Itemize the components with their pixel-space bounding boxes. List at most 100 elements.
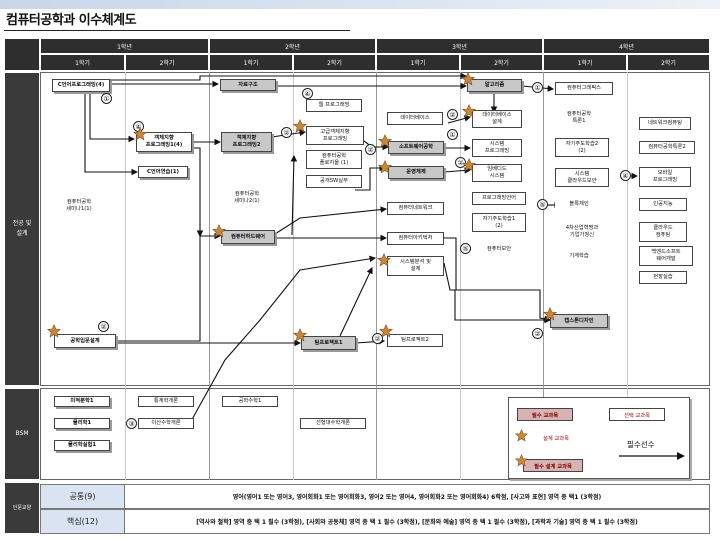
course-seminar1[interactable]: 컴퓨터공학 세미나1(1) <box>54 196 104 216</box>
semester-header: 1학기 <box>543 54 627 71</box>
circle-number-5: ⑤ <box>537 199 548 210</box>
course-embedded-system[interactable]: 임베디드 시스템 <box>472 164 522 182</box>
circle-number-2: ② <box>455 157 466 168</box>
course-ai[interactable]: 인공지능 <box>639 198 687 211</box>
course-database-design[interactable]: 데이터베이스 설계 <box>472 110 522 128</box>
course-linear-algebra[interactable]: 선형대수학개론 <box>300 418 366 429</box>
row-label-major: 전공 및 설계 <box>4 72 40 386</box>
course-self-study2[interactable]: 자기주도학습2 (2) <box>555 138 609 157</box>
design-star-icon <box>293 328 307 342</box>
course-team-project2[interactable]: 팀프로젝트2 <box>387 334 443 347</box>
liberal-common-label: 공통(9) <box>41 485 125 508</box>
course-intro-design[interactable]: 공학입문설계 <box>54 334 116 348</box>
legend-star-icon <box>515 429 528 442</box>
design-star-icon <box>378 134 392 148</box>
course-seminar2[interactable]: 컴퓨터공학 세미나2(1) <box>220 188 274 208</box>
course-database[interactable]: 데이터베이스 <box>387 112 443 125</box>
course-computer-hardware[interactable]: 컴퓨터하드웨어 <box>221 230 275 244</box>
semester-header: 2학기 <box>293 54 376 71</box>
legend-prereq: 필수선수 <box>627 440 655 449</box>
course-physics-lab1[interactable]: 물리학실험1 <box>54 440 110 451</box>
column-divider <box>125 72 126 480</box>
course-capstone-design[interactable]: 캡스톤디자인 <box>550 314 608 328</box>
course-software-engineering[interactable]: 소프트웨어공학 <box>388 141 444 154</box>
course-oop2[interactable]: 객체지향 프로그래밍2 <box>221 132 272 152</box>
liberal-core-row: 핵심(12) [역사와 철학] 영역 중 택 1 필수 (3학점), [사회와 … <box>40 509 710 534</box>
circle-number-5: ⑤ <box>460 243 471 254</box>
liberal-common-row: 공통(9) 영어(영어1 또는 영어3, 영어회화1 또는 영어회화3, 영어2… <box>40 484 710 509</box>
circle-number-1: ① <box>101 93 112 104</box>
circle-number-2: ② <box>365 144 376 155</box>
row-label-liberal: 인문교양 <box>4 482 40 534</box>
course-system-analysis[interactable]: 시스템분석 및 설계 <box>387 256 444 276</box>
row-label-bsm: BSM <box>4 388 40 480</box>
course-computer-graphics[interactable]: 컴퓨터그래픽스 <box>555 82 613 95</box>
course-cs-topics2[interactable]: 컴퓨터공학특론2 <box>639 141 695 154</box>
year-header-3: 3학년 <box>376 38 543 54</box>
course-physics1[interactable]: 물리학1 <box>54 418 110 429</box>
semester-header: 2학기 <box>125 54 209 71</box>
course-operating-system[interactable]: 운영체제 <box>388 166 444 179</box>
design-star-icon <box>377 253 391 267</box>
course-network-computing[interactable]: 네트워크컴퓨팅 <box>639 117 691 130</box>
course-computer-architecture[interactable]: 컴퓨터아키텍처 <box>387 232 444 245</box>
semester-header: 1학기 <box>209 54 293 71</box>
course-web-programming[interactable]: 웹 프로그래밍 <box>306 99 362 112</box>
course-backend[interactable]: 백엔드소프트 웨어개발 <box>639 246 693 266</box>
course-computer-network[interactable]: 컴퓨터네트워크 <box>387 202 444 215</box>
course-cs-topics1[interactable]: 컴퓨터공학 특론1 <box>555 108 603 128</box>
circle-number-2: ② <box>532 328 543 339</box>
course-programming-language[interactable]: 프로그래밍언어 <box>472 192 526 205</box>
course-c-practice[interactable]: C언어연습(1) <box>138 166 188 178</box>
design-star-icon <box>461 72 475 86</box>
course-calculus1[interactable]: 미적분학1 <box>54 396 110 407</box>
circle-number-1: ① <box>532 82 543 93</box>
circle-number-2: ② <box>447 109 458 120</box>
course-statistics[interactable]: 통계학개론 <box>138 396 194 407</box>
semester-header: 1학기 <box>376 54 460 71</box>
course-eng-math1[interactable]: 공학수학1 <box>222 396 278 407</box>
design-star-icon <box>462 158 476 172</box>
design-star-icon <box>379 324 393 338</box>
column-divider <box>209 72 210 480</box>
course-c-programming[interactable]: C언어프로그래밍(4) <box>52 79 110 92</box>
circle-number-4: ④ <box>620 170 631 181</box>
course-open-sw[interactable]: 공개SW실무 <box>306 175 362 188</box>
course-mobile-programming[interactable]: 모바일 프로그래밍 <box>639 167 691 187</box>
liberal-common-text: 영어(영어1 또는 영어3, 영어회화1 또는 영어회화3, 영어2 또는 영어… <box>232 494 602 501</box>
circle-number-3: ③ <box>126 418 137 429</box>
course-blockchain[interactable]: 블록체인 <box>555 198 603 211</box>
course-self-study1[interactable]: 자기주도학습1 (2) <box>472 213 526 232</box>
circle-number-2: ② <box>98 321 109 332</box>
circle-number-2: ② <box>281 127 292 138</box>
design-star-icon <box>212 224 226 238</box>
course-computer-security[interactable]: 컴퓨터보안 <box>472 243 526 256</box>
course-system-cloud-security[interactable]: 시스템 클라우드보안 <box>555 168 609 187</box>
year-header-1: 1학년 <box>40 38 209 54</box>
column-divider <box>376 72 377 480</box>
course-industry-4[interactable]: 4차산업혁명과 기업가정신 <box>555 222 609 241</box>
column-divider <box>627 72 628 480</box>
course-field-practice[interactable]: 현장실습 <box>639 271 687 284</box>
circle-number-1: ① <box>447 129 458 140</box>
course-system-programming[interactable]: 시스템 프로그래밍 <box>472 139 522 157</box>
course-cloud-computing[interactable]: 클라우드 컴퓨팅 <box>639 222 687 242</box>
column-divider <box>293 72 294 480</box>
design-star-icon <box>462 104 476 118</box>
course-algorithm[interactable]: 알고리즘 <box>467 79 522 92</box>
design-star-icon <box>543 307 557 321</box>
year-header-4: 4학년 <box>543 38 710 54</box>
design-star-icon <box>378 160 392 174</box>
course-advanced-oop[interactable]: 고급객체지향 프로그래밍 <box>306 126 364 145</box>
design-star-icon <box>47 324 61 338</box>
semester-header: 1학기 <box>40 54 125 71</box>
legend: 필수 교과목 선택 교과목 설계 교과목 필수 설계 교과목 필수선수 <box>508 397 690 479</box>
semester-header: 2학기 <box>460 54 543 71</box>
course-team-project1[interactable]: 팀프로젝트1 <box>301 336 356 350</box>
course-oop1[interactable]: 객체지향 프로그래밍1(4) <box>136 132 192 152</box>
course-data-structure[interactable]: 자료구조 <box>220 79 276 91</box>
circle-number-4: ④ <box>302 88 313 99</box>
course-cs-theory[interactable]: 컴퓨터공학 플로지을 (1) <box>306 150 362 169</box>
course-machine-learning[interactable]: 기계학습 <box>555 250 603 263</box>
course-discrete-math[interactable]: 이산수학개론 <box>138 418 194 429</box>
